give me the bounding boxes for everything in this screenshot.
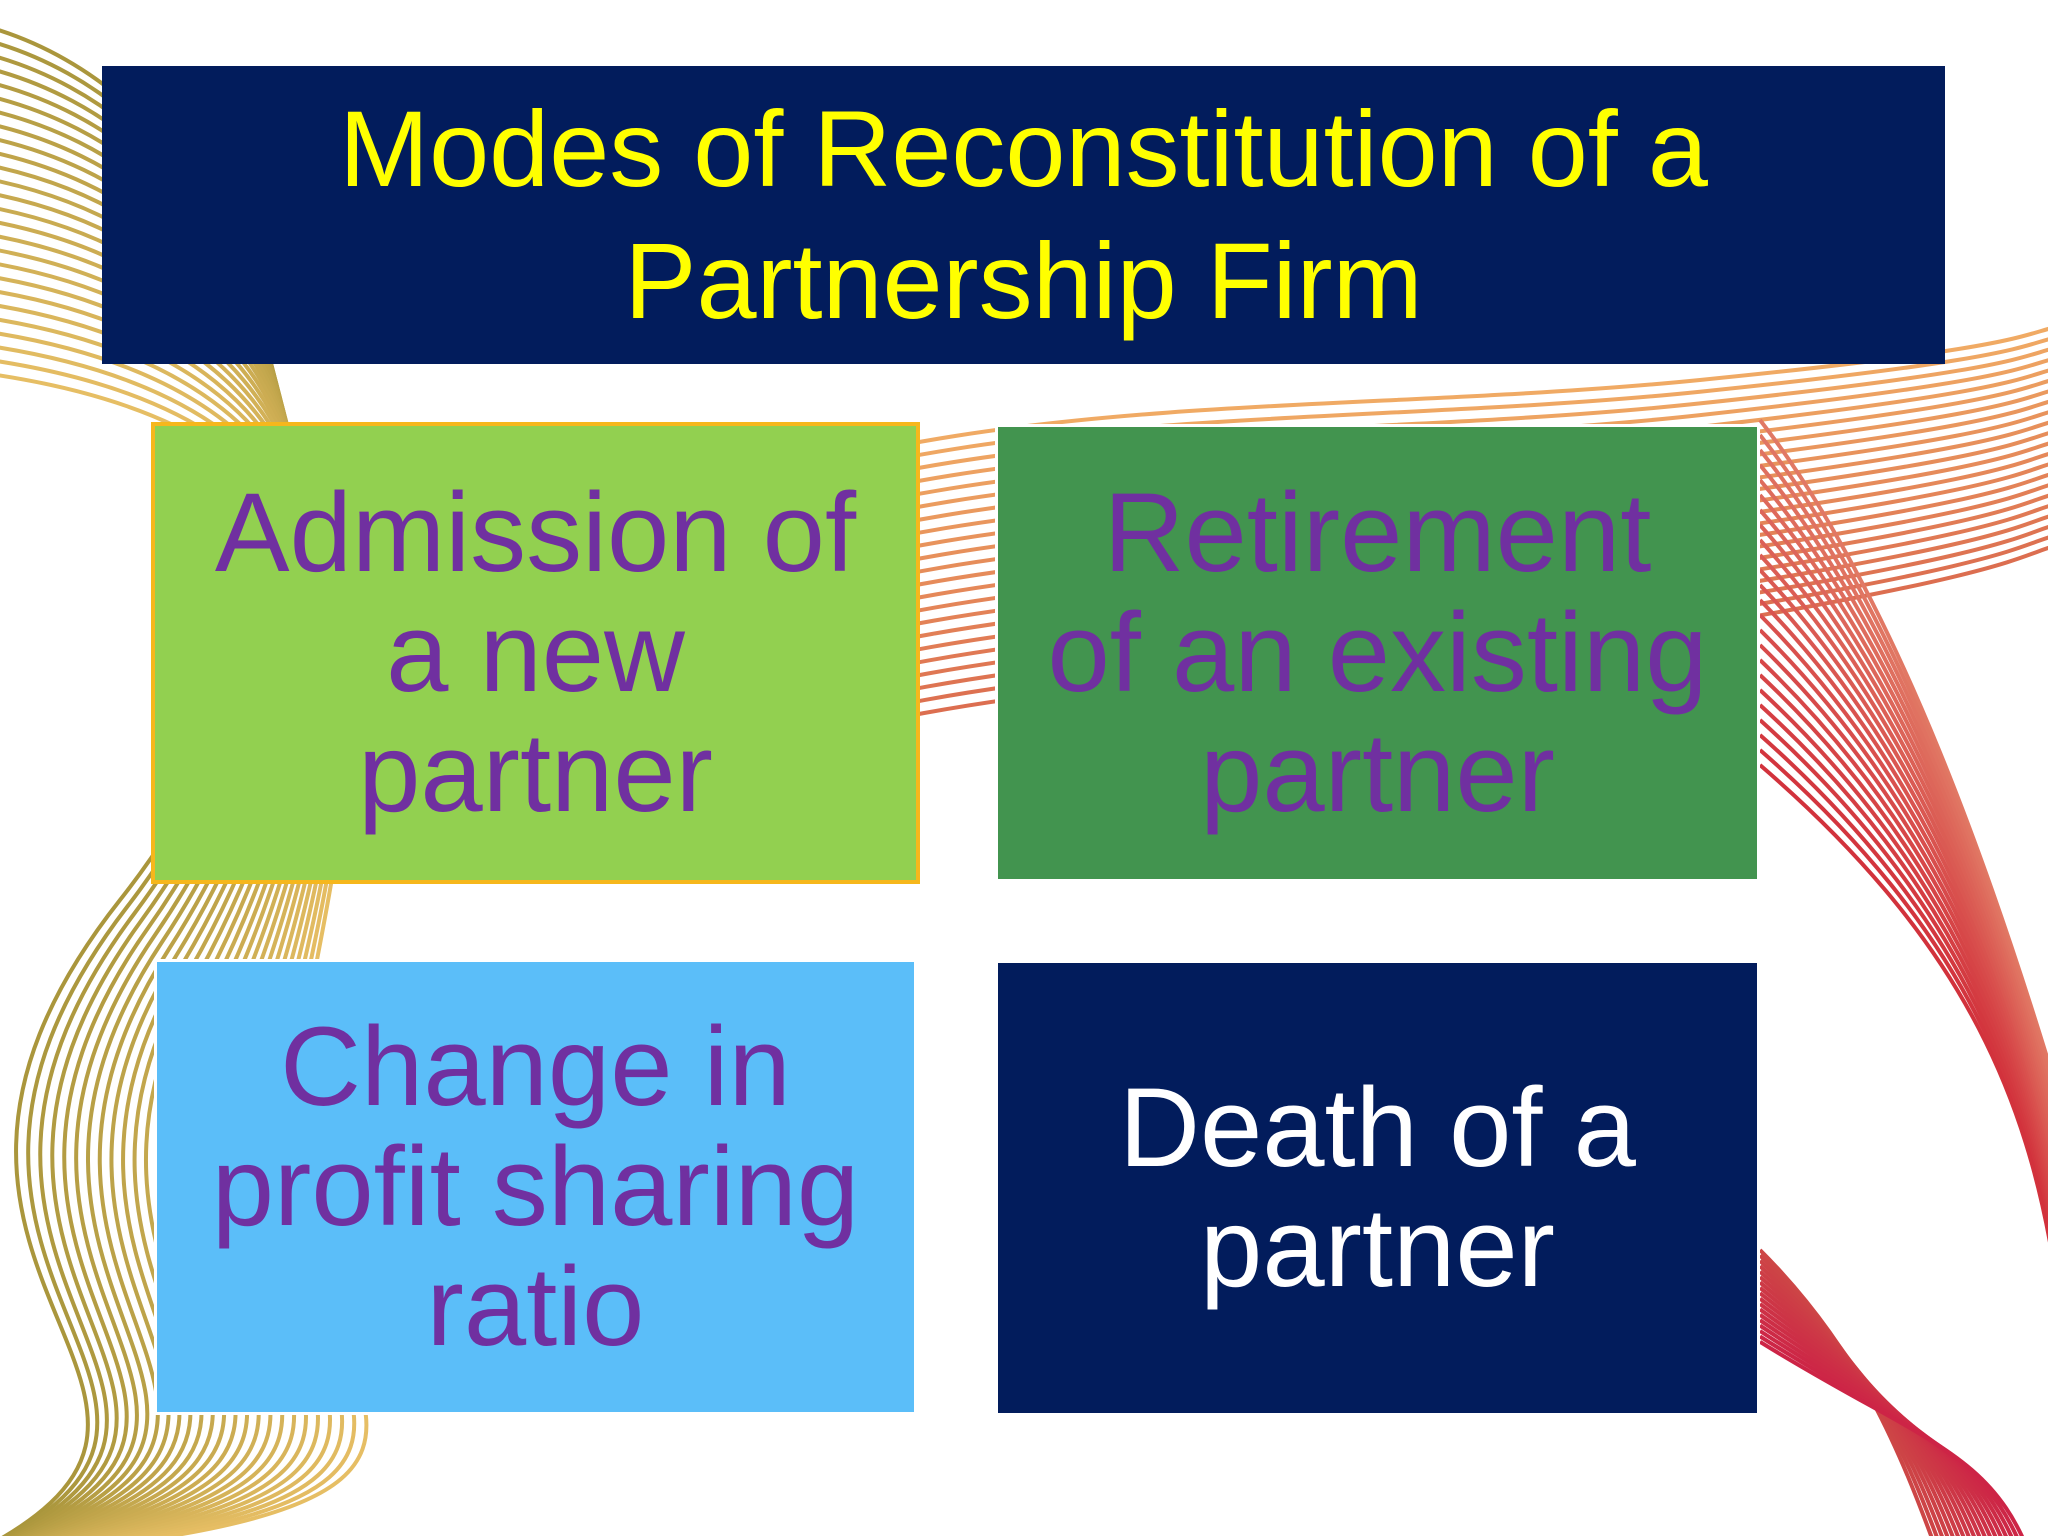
wave-line <box>1758 1340 2024 1536</box>
box-label-retirement: Retirement of an existing partner <box>1047 470 1708 835</box>
title-banner: Modes of Reconstitution of a Partnership… <box>102 66 1945 364</box>
wave-line <box>1758 493 2048 1109</box>
wave-line <box>1758 478 2048 1101</box>
box-retirement-of-existing-partner: Retirement of an existing partner <box>995 424 1760 882</box>
wave-line <box>1758 763 2048 1243</box>
box-change-in-profit-sharing-ratio: Change in profit sharing ratio <box>154 959 917 1415</box>
wave-line <box>1758 463 2048 1092</box>
box-label-admission: Admission of a new partner <box>214 470 857 835</box>
box-label-death: Death of a partner <box>1119 1065 1636 1310</box>
box-label-change: Change in profit sharing ratio <box>211 1004 860 1369</box>
wave-line <box>1758 433 2048 1076</box>
box-admission-of-new-partner: Admission of a new partner <box>151 422 920 884</box>
slide-title: Modes of Reconstitution of a Partnership… <box>339 88 1708 341</box>
wave-line <box>1758 418 2048 1068</box>
wave-line <box>1758 448 2048 1084</box>
box-death-of-partner: Death of a partner <box>995 960 1760 1416</box>
